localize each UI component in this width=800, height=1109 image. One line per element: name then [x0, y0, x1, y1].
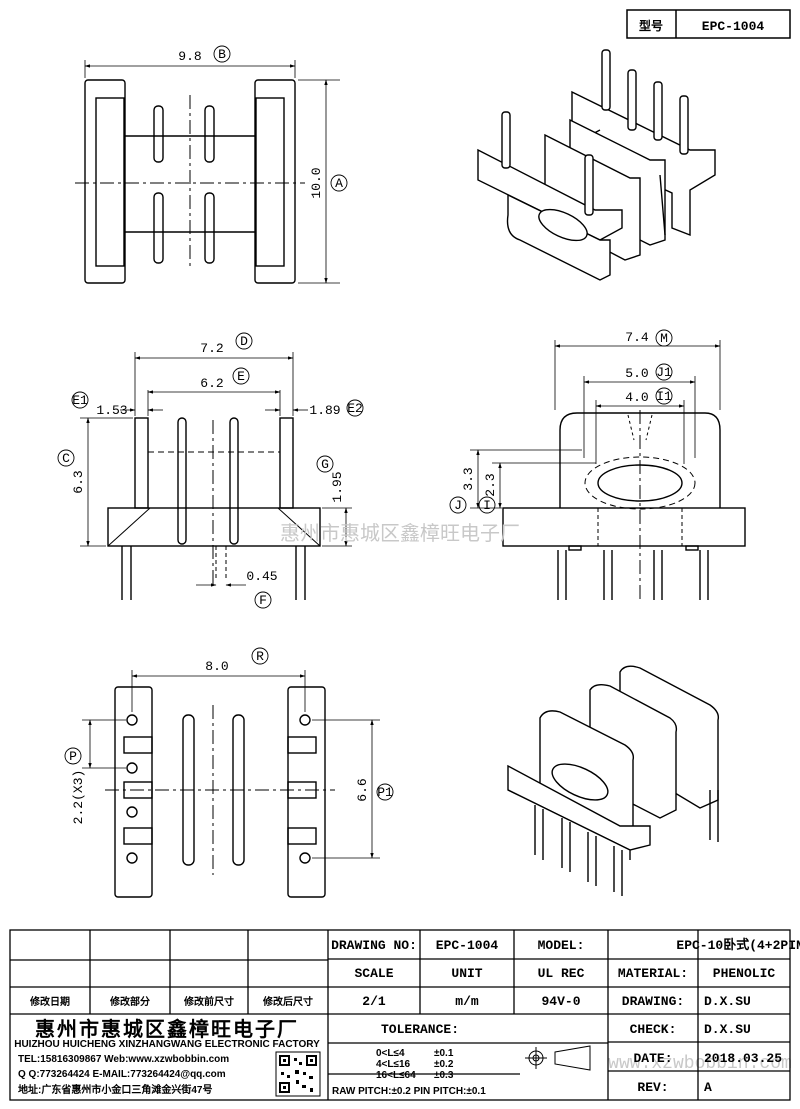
header-box: 型号 EPC-1004 — [626, 9, 791, 39]
front-view — [57, 332, 364, 609]
scale-value: 2/1 — [362, 994, 386, 1009]
rev-col-before: 修改前尺寸 — [183, 995, 234, 1008]
material-value: PHENOLIC — [713, 966, 776, 981]
tag-p: P — [69, 749, 77, 764]
company-name-cn: 惠州市惠城区鑫樟旺电子厂 — [35, 1017, 299, 1041]
model-value: EPC-10卧式(4+2PIN) — [676, 937, 800, 953]
rev-col-part: 修改部分 — [109, 995, 150, 1008]
qr-code-icon — [275, 1051, 321, 1097]
dim-front-outer: 7.2 — [200, 341, 223, 356]
company-qq: Q Q:773264424 E-MAIL:773264424@qq.com — [18, 1069, 226, 1080]
company-address: 地址:广东省惠州市小金口三角滩金兴街47号 — [18, 1083, 212, 1096]
drawing-value: D.X.SU — [704, 994, 751, 1009]
rev-label: REV: — [637, 1080, 668, 1095]
watermark-company: 惠州市惠城区鑫樟旺电子厂 — [280, 521, 520, 545]
tag-i1: I1 — [656, 389, 672, 404]
dim-side-i1: 4.0 — [625, 390, 648, 405]
type-value: EPC-1004 — [702, 19, 765, 34]
dim-side-i: 2.3 — [483, 473, 498, 496]
tag-c: C — [62, 451, 70, 466]
tag-i: I — [483, 498, 491, 513]
tag-d: D — [240, 334, 248, 349]
tag-a: A — [335, 176, 343, 191]
dim-top-height: 10.0 — [309, 167, 324, 198]
watermark-url: www.xzwbobbin.com — [608, 1054, 792, 1074]
dim-front-inner: 6.2 — [200, 376, 223, 391]
company-tel: TEL:15816309867 Web:www.xzwbobbin.com — [18, 1054, 229, 1065]
tol1-value: ±0.1 — [434, 1048, 454, 1059]
tol3-value: ±0.3 — [434, 1070, 454, 1081]
company-name-en: HUIZHOU HUICHENG XINZHANGWANG ELECTRONIC… — [14, 1039, 320, 1050]
unit-value: m/m — [455, 994, 479, 1009]
tolerance-label: TOLERANCE: — [381, 1022, 459, 1037]
tag-e2: E2 — [347, 401, 363, 416]
pitch-text: RAW PITCH:±0.2 PIN PITCH:±0.1 — [332, 1086, 486, 1097]
tol2-range: 4<L≤16 — [376, 1059, 411, 1070]
tag-j1: J1 — [656, 365, 672, 380]
dim-side-j: 3.3 — [461, 467, 476, 490]
dim-e1: 1.53 — [96, 403, 127, 418]
date-value: 2018.03.25 — [704, 1051, 782, 1066]
ul-value: 94V-0 — [541, 994, 580, 1009]
tag-r: R — [256, 649, 264, 664]
dim-side-outer: 7.4 — [625, 330, 649, 345]
dim-bottom-p: 2.2(X3) — [71, 770, 86, 825]
bottom-view — [64, 647, 394, 898]
rev-value: A — [704, 1080, 712, 1095]
scale-label: SCALE — [354, 966, 393, 981]
iso-view-bottom — [507, 665, 720, 896]
dim-f: 0.45 — [246, 569, 277, 584]
tag-p1: P1 — [377, 785, 393, 800]
ul-label: UL REC — [538, 966, 585, 981]
tag-e1: E1 — [72, 393, 88, 408]
unit-label: UNIT — [451, 966, 482, 981]
dim-bottom-p1: 6.6 — [355, 778, 370, 801]
dim-e2: 1.89 — [309, 403, 340, 418]
drawing-label: DRAWING: — [622, 994, 684, 1009]
dim-bottom-r: 8.0 — [205, 659, 228, 674]
material-label: MATERIAL: — [618, 966, 688, 981]
rev-col-date: 修改日期 — [29, 995, 70, 1008]
dim-c: 6.3 — [71, 470, 86, 493]
tag-g: G — [321, 457, 329, 472]
dim-top-width: 9.8 — [178, 49, 201, 64]
iso-view-top — [477, 49, 716, 281]
model-label: MODEL: — [538, 938, 585, 953]
check-label: CHECK: — [630, 1022, 677, 1037]
type-label: 型号 — [639, 18, 663, 33]
drawing-no-value: EPC-1004 — [436, 938, 499, 953]
tag-b: B — [218, 47, 226, 62]
check-value: D.X.SU — [704, 1022, 751, 1037]
tag-e: E — [237, 369, 245, 384]
tag-j: J — [454, 498, 462, 513]
projection-symbol — [525, 1045, 591, 1071]
rev-col-after: 修改后尺寸 — [262, 995, 313, 1008]
dim-side-j1: 5.0 — [625, 366, 648, 381]
top-view — [75, 45, 348, 284]
tol1-range: 0<L≤4 — [376, 1048, 405, 1059]
title-block-grid — [9, 929, 791, 1101]
side-view — [449, 329, 746, 600]
date-label: DATE: — [633, 1051, 672, 1066]
tag-m: M — [660, 331, 668, 346]
tol3-range: 16<L≤64 — [376, 1070, 416, 1081]
tag-f: F — [259, 593, 267, 608]
tol2-value: ±0.2 — [434, 1059, 454, 1070]
drawing-no-label: DRAWING NO: — [331, 938, 417, 953]
dim-g: 1.95 — [330, 471, 345, 502]
